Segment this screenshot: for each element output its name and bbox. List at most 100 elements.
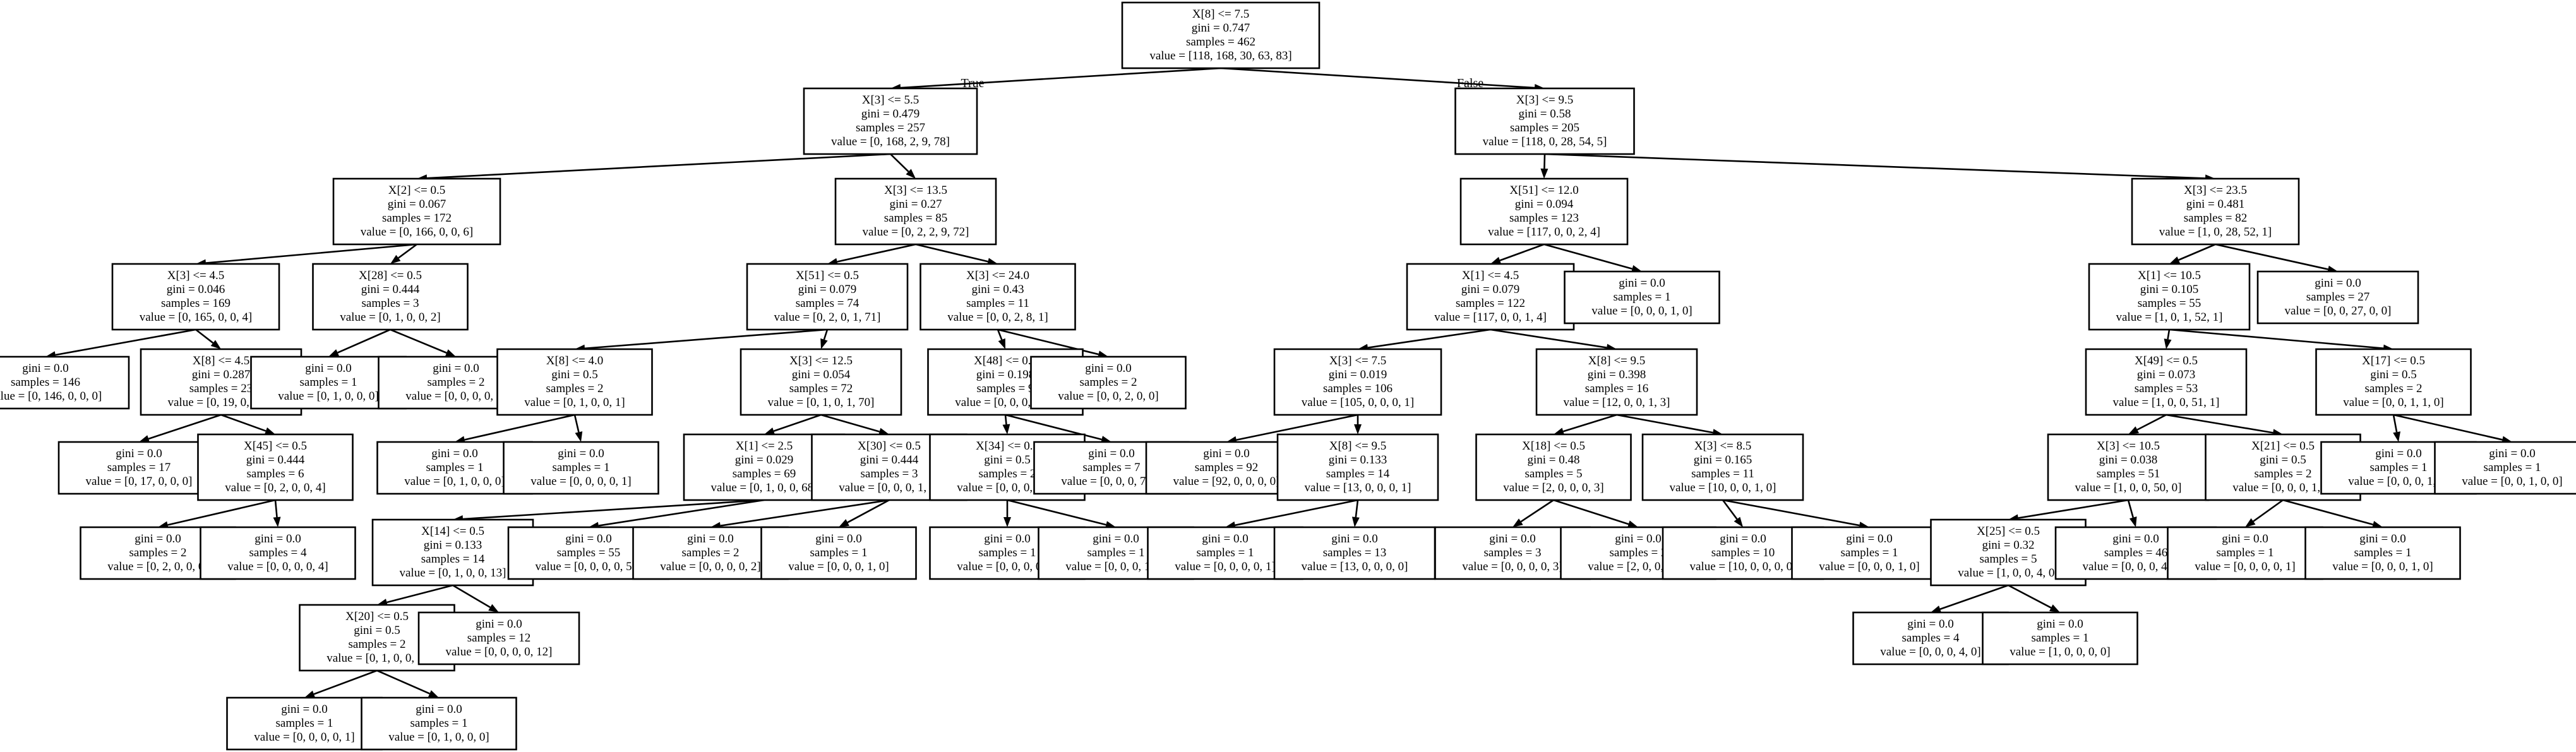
node-box xyxy=(2304,526,2461,580)
edge-line xyxy=(2136,414,2167,431)
tree-edge xyxy=(390,328,456,357)
arrowhead xyxy=(488,604,499,612)
node-box xyxy=(371,518,534,587)
node-text-line: samples = 1 xyxy=(553,461,610,474)
tree-edge xyxy=(890,153,916,179)
arrowhead xyxy=(906,169,916,179)
node-text-line: samples = 92 xyxy=(1195,461,1258,474)
tree-edge xyxy=(390,243,417,264)
node-box xyxy=(740,348,902,416)
node-text-line: gini = 0.0 xyxy=(1085,362,1132,375)
edge-line xyxy=(573,414,580,433)
node-text-line: value = [0, 168, 2, 9, 78] xyxy=(831,135,950,148)
node-box xyxy=(1406,263,1575,331)
node-text-line: value = [0, 1, 0, 1, 70] xyxy=(767,396,874,409)
node-text-line: gini = 0.0 xyxy=(984,532,1031,546)
node-box xyxy=(2167,526,2323,580)
node-text-line: gini = 0.0 xyxy=(2112,532,2159,546)
node-box xyxy=(1641,433,1804,501)
node-text-line: samples = 12 xyxy=(467,631,530,645)
node-text-line: samples = 1 xyxy=(1841,546,1898,559)
edge-line xyxy=(205,243,417,264)
node-text-line: samples = 14 xyxy=(1326,467,1390,480)
node-box xyxy=(1791,526,1948,580)
node-text-line: gini = 0.5 xyxy=(2370,368,2417,381)
node-text-line: gini = 0.0 xyxy=(255,532,301,546)
node-box xyxy=(1564,270,1720,325)
edge-line xyxy=(2127,499,2134,518)
edge-line xyxy=(584,328,828,350)
node-text-line: value = [0, 0, 1, 1, 0] xyxy=(2343,396,2444,409)
node-text-line: value = [2, 0, 0, 0, 3] xyxy=(1503,481,1604,494)
node-text-line: X[48] <= 0.5 xyxy=(974,354,1037,367)
node-box xyxy=(417,611,580,665)
arrowhead xyxy=(304,690,316,698)
tree-edge xyxy=(1722,499,1743,527)
tree-edge xyxy=(1358,328,1491,352)
edge-line xyxy=(2392,414,2398,433)
node-box xyxy=(1459,177,1629,246)
node-text-line: gini = 0.0 xyxy=(2222,532,2268,546)
node-text-line: gini = 0.0 xyxy=(1619,277,1665,290)
node-text-line: gini = 0.747 xyxy=(1192,21,1250,35)
node-text-line: value = [0, 0, 0, 1, 0] xyxy=(1065,560,1166,573)
node-text-line: samples = 106 xyxy=(1323,382,1393,395)
node-text-line: X[3] <= 7.5 xyxy=(1329,354,1387,367)
arrowhead xyxy=(2245,518,2256,527)
node-text-line: gini = 0.0 xyxy=(2375,447,2422,460)
node-text-line: value = [92, 0, 0, 0, 0] xyxy=(1173,475,1279,488)
node-text-line: X[51] <= 12.0 xyxy=(1509,184,1579,197)
tree-edge xyxy=(915,243,998,266)
tree-edge xyxy=(573,414,583,442)
arrowhead xyxy=(998,338,1005,349)
node-text-line: X[17] <= 0.5 xyxy=(2362,354,2425,367)
node-text-line: gini = 0.0 xyxy=(22,362,69,375)
edge-line xyxy=(720,499,890,527)
node-text-line: gini = 0.0 xyxy=(1203,447,1250,460)
node-text-line: value = [0, 0, 0, 0, 1] xyxy=(254,731,355,744)
node-text-line: gini = 0.0 xyxy=(1489,532,1536,546)
tree-edge xyxy=(2169,243,2216,264)
node-text-line: gini = 0.079 xyxy=(1461,283,1520,296)
node-text-line: value = [0, 0, 2, 8, 1] xyxy=(947,311,1048,324)
node-text-line: samples = 46 xyxy=(2104,546,2167,559)
node-text-line: value = [0, 0, 0, 0, 1] xyxy=(2195,560,2296,573)
arrowhead xyxy=(264,427,275,435)
node-text-line: samples = 3 xyxy=(861,467,918,480)
node-text-line: gini = 0.0 xyxy=(1331,532,1378,546)
arrowhead xyxy=(2129,516,2137,527)
tree-edge xyxy=(1722,499,1869,529)
node-text-line: gini = 0.0 xyxy=(1202,532,1249,546)
node-text-line: gini = 0.287 xyxy=(192,368,251,381)
node-box xyxy=(1276,433,1439,501)
node-box xyxy=(57,441,220,495)
arrowhead xyxy=(1931,606,1942,613)
node-text-line: samples = 1 xyxy=(2484,461,2541,474)
node-text-line: gini = 0.0 xyxy=(305,362,352,375)
node-text-line: gini = 0.0 xyxy=(433,362,479,375)
node-box xyxy=(1273,526,1436,580)
edge-line xyxy=(2169,328,2384,349)
node-text-line: gini = 0.0 xyxy=(281,703,328,716)
node-text-line: samples = 205 xyxy=(1510,121,1579,134)
tree-edge xyxy=(764,414,822,435)
node-text-line: gini = 0.038 xyxy=(2099,453,2158,467)
arrowhead xyxy=(575,431,583,442)
tree-edge xyxy=(1354,415,1362,434)
arrowhead xyxy=(1513,518,1523,527)
edge-line xyxy=(598,499,765,527)
node-text-line: gini = 0.0 xyxy=(416,703,462,716)
tree-edge xyxy=(328,328,391,357)
node-text-line: samples = 2 xyxy=(428,376,485,389)
node-text-line: gini = 0.0 xyxy=(2315,277,2361,290)
